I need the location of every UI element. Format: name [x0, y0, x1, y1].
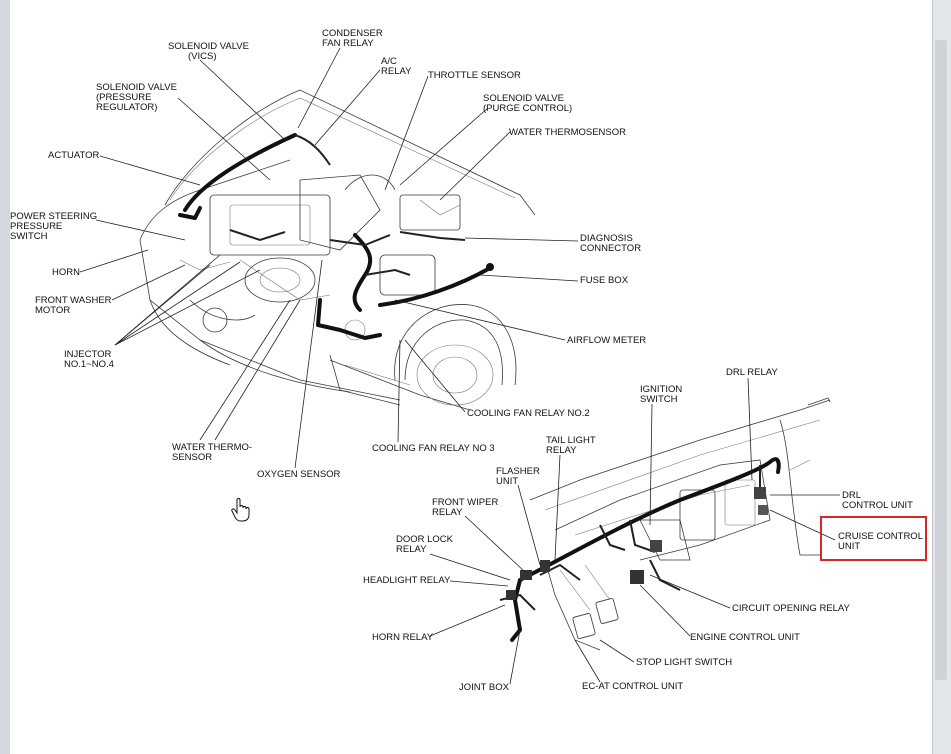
dash-leader-lines: [429, 377, 840, 685]
label-horn: HORN: [52, 267, 80, 278]
engine-labels: SOLENOID VALVE (VICS) CONDENSER FAN RELA…: [10, 28, 646, 480]
label-ecat-control-unit: EC-AT CONTROL UNIT: [582, 681, 683, 692]
label-horn-relay: HORN RELAY: [372, 632, 434, 643]
label-front-wiper-relay: FRONT WIPER RELAY: [432, 497, 501, 518]
label-ac-relay: A/C RELAY: [381, 56, 412, 77]
label-power-steering: POWER STEERING PRESSURE SWITCH: [10, 211, 100, 242]
label-ignition-switch: IGNITION SWITCH: [640, 384, 685, 405]
label-cooling-fan-relay-2: COOLING FAN RELAY NO.2: [467, 408, 590, 419]
label-diagnosis-connector: DIAGNOSIS CONNECTOR: [580, 233, 641, 254]
engine-leader-lines: [79, 47, 579, 469]
label-engine-control-unit: ENGINE CONTROL UNIT: [690, 632, 800, 643]
label-headlight-relay: HEADLIGHT RELAY: [363, 575, 451, 586]
dash-labels: IGNITION SWITCH DRL RELAY TAIL LIGHT REL…: [363, 367, 927, 693]
label-door-lock-relay: DOOR LOCK RELAY: [396, 534, 456, 555]
label-joint-box: JOINT BOX: [459, 682, 510, 693]
label-stop-light-switch: STOP LIGHT SWITCH: [636, 657, 732, 668]
label-oxygen-sensor: OXYGEN SENSOR: [257, 469, 341, 480]
label-flasher-unit: FLASHER UNIT: [496, 466, 542, 487]
label-front-washer: FRONT WASHER MOTOR: [35, 295, 114, 316]
label-condenser-fan-relay: CONDENSER FAN RELAY: [322, 28, 385, 49]
label-drl-control-unit: DRL CONTROL UNIT: [842, 490, 913, 511]
label-injector: INJECTOR NO.1~NO.4: [64, 349, 114, 370]
label-throttle-sensor: THROTTLE SENSOR: [428, 70, 521, 81]
label-circuit-opening-relay: CIRCUIT OPENING RELAY: [732, 603, 851, 614]
label-cooling-fan-relay-3: COOLING FAN RELAY NO 3: [372, 443, 495, 454]
label-solenoid-vics: SOLENOID VALVE (VICS): [168, 41, 252, 62]
highlight-box: [820, 516, 927, 561]
label-solenoid-pressure: SOLENOID VALVE (PRESSURE REGULATOR): [96, 82, 180, 113]
hand-cursor-icon: [231, 498, 250, 522]
label-airflow-meter: AIRFLOW METER: [567, 335, 646, 346]
label-tail-light-relay: TAIL LIGHT RELAY: [546, 435, 598, 456]
label-solenoid-purge: SOLENOID VALVE (PURGE CONTROL): [483, 93, 572, 114]
label-actuator: ACTUATOR: [48, 150, 100, 161]
diagram-page: [10, 0, 932, 754]
label-drl-relay: DRL RELAY: [726, 367, 778, 378]
label-water-thermosensor-bottom: WATER THERMO- SENSOR: [172, 442, 255, 463]
engine-bay-illustration: [139, 89, 536, 411]
label-water-thermosensor-top: WATER THERMOSENSOR: [509, 127, 626, 138]
label-cruise-control-unit: CRUISE CONTROL UNIT: [838, 531, 925, 552]
dashboard-illustration: [499, 397, 831, 651]
label-fuse-box: FUSE BOX: [580, 275, 629, 286]
scrollbar-thumb[interactable]: [935, 40, 947, 680]
